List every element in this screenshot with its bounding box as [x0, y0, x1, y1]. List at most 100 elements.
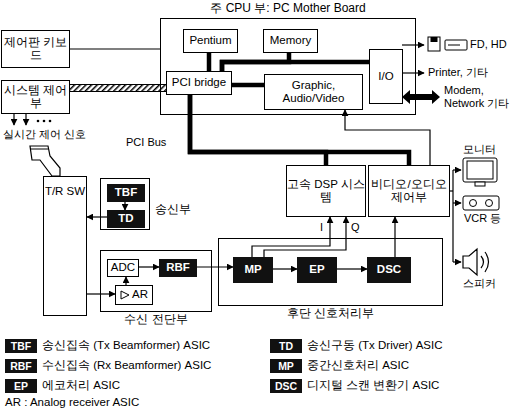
box-text: TBF: [115, 186, 137, 199]
ellipsis-dots: [37, 120, 52, 123]
legend-text: 송신집속 (Tx Beamformer) ASIC: [42, 338, 210, 353]
process-box: I/O: [369, 49, 403, 104]
box-text: TD: [118, 212, 133, 225]
text-label: 실시간 제어 신호: [3, 128, 86, 141]
swatch-code: EP: [14, 380, 28, 392]
text-label: PCI Bus: [126, 136, 166, 149]
process-box: PCI bridge: [166, 71, 232, 95]
process-box: 제어판 키보드: [1, 30, 70, 68]
connector-line: [87, 216, 107, 217]
group-heading: 송신부: [155, 203, 191, 216]
vcr-icon: [463, 196, 499, 210]
group-box: 주 CPU 부: PC Mother BoardPentiumMemoryI/O…: [160, 18, 416, 115]
floppy-icon: [428, 37, 440, 51]
process-box: Pentium: [183, 29, 238, 53]
connector-line: [207, 53, 212, 71]
process-box: 비디오/오디오 제어부: [368, 165, 450, 217]
monitor-icon: [463, 158, 497, 186]
box-text: EP: [309, 263, 324, 276]
asic-block: MP: [233, 257, 273, 283]
process-box: Memory: [263, 29, 318, 53]
asic-block: EP: [297, 257, 337, 283]
asic-block: TD: [107, 210, 145, 228]
legend-swatch: MP: [270, 359, 302, 373]
text-label: AR : Analog receiver ASIC: [5, 396, 139, 409]
legend-text: 송신구동 (Tx Driver) ASIC: [307, 338, 443, 353]
box-text: I/O: [378, 70, 393, 83]
connector-line: [222, 62, 369, 71]
box-text: 고속 DSP 시스템: [287, 178, 365, 204]
legend-swatch: RBF: [5, 359, 37, 373]
edge-label: I: [319, 221, 324, 233]
swatch-code: TBF: [11, 340, 31, 352]
signal-connector: [125, 202, 126, 210]
text-label: FD, HD: [470, 38, 507, 51]
signal-connector: [197, 267, 233, 268]
connector-line: [337, 268, 367, 269]
group-heading: 주 CPU 부: PC Mother Board: [131, 2, 445, 16]
speaker-icon: [463, 249, 489, 275]
signal-connector: [273, 269, 297, 270]
signal-connector: [395, 217, 396, 257]
connector-line: [345, 110, 430, 165]
swatch-code: DSC: [275, 380, 297, 392]
text-label: Printer, 기타: [428, 66, 488, 79]
edge-label: Q: [350, 221, 361, 233]
legend-row: TBF 송신집속 (Tx Beamformer) ASIC: [5, 338, 210, 353]
legend-row: RBF 수신집속 (Rx Beamformer) ASIC: [5, 358, 211, 373]
box-text: 시스템 제어부: [2, 84, 69, 110]
group-box: 수신 전단부ADCRBFAR: [100, 250, 212, 312]
bus-connector: [209, 53, 210, 71]
legend-swatch: DSC: [270, 379, 302, 393]
process-box: Graphic, Audio/Video: [264, 74, 363, 110]
legend-row: TD송신구동 (Tx Driver) ASIC: [270, 338, 443, 353]
legend-row: EP 에코처리 ASIC: [5, 378, 120, 393]
connector-line: [87, 293, 115, 294]
group-heading: 수신 전단부: [81, 313, 231, 326]
connector-line: [139, 266, 159, 267]
signal-connector: [70, 49, 160, 50]
signal-connector: [337, 269, 367, 270]
bus-hatch: [70, 85, 166, 91]
legend-swatch: TBF: [5, 339, 37, 353]
amplifier-symbol: [120, 290, 130, 300]
connector-line: [125, 277, 126, 285]
connector-line: [197, 266, 233, 267]
text-label: 스피커: [463, 277, 496, 290]
process-box: 시스템 제어부: [1, 80, 70, 114]
connector-line: [232, 83, 264, 88]
box-text: Pentium: [189, 34, 231, 47]
signal-connector: [126, 277, 127, 285]
legend-row: MP중간신호처리 ASIC: [270, 358, 409, 373]
signal-connector: [87, 217, 107, 218]
signal-connector: [345, 110, 430, 165]
box-text: ADC: [111, 261, 135, 274]
legend-text: 디지털 스캔 변환기 ASIC: [307, 378, 439, 393]
box-text: T/R SW: [45, 185, 85, 198]
box-text: 비디오/오디오 제어부: [369, 178, 449, 204]
text-label: Modem, Network 기타: [444, 84, 510, 109]
probe-symbol: [30, 146, 60, 176]
connector-line: [264, 217, 346, 257]
connector-line: [124, 202, 125, 210]
box-text: Graphic, Audio/Video: [265, 79, 362, 105]
box-text: PCI bridge: [172, 76, 226, 89]
box-text: DSC: [377, 263, 401, 276]
box-text: 제어판 키보드: [2, 36, 69, 62]
bus-outline: [70, 84, 166, 92]
swatch-code: MP: [278, 360, 294, 372]
legend-row: DSC 디지털 스캔 변환기 ASIC: [270, 378, 439, 393]
bus-connector: [222, 62, 369, 71]
asic-block: RBF: [159, 259, 197, 277]
legend-swatch: EP: [5, 379, 37, 393]
group-box: 후단 신호처리부MPEPDSC: [218, 238, 443, 306]
control-signal-arrows: [14, 114, 26, 125]
box-text: AR: [132, 288, 148, 301]
legend-text: 에코처리 ASIC: [42, 378, 120, 393]
text-label: 모니터: [463, 143, 496, 156]
signal-connector: [87, 294, 115, 295]
control-bus-connector: [70, 88, 166, 89]
amplifier-triangle: [121, 291, 129, 299]
legend-text: 수신집속 (Rx Beamformer) ASIC: [42, 358, 211, 373]
signal-connector: [139, 267, 159, 268]
